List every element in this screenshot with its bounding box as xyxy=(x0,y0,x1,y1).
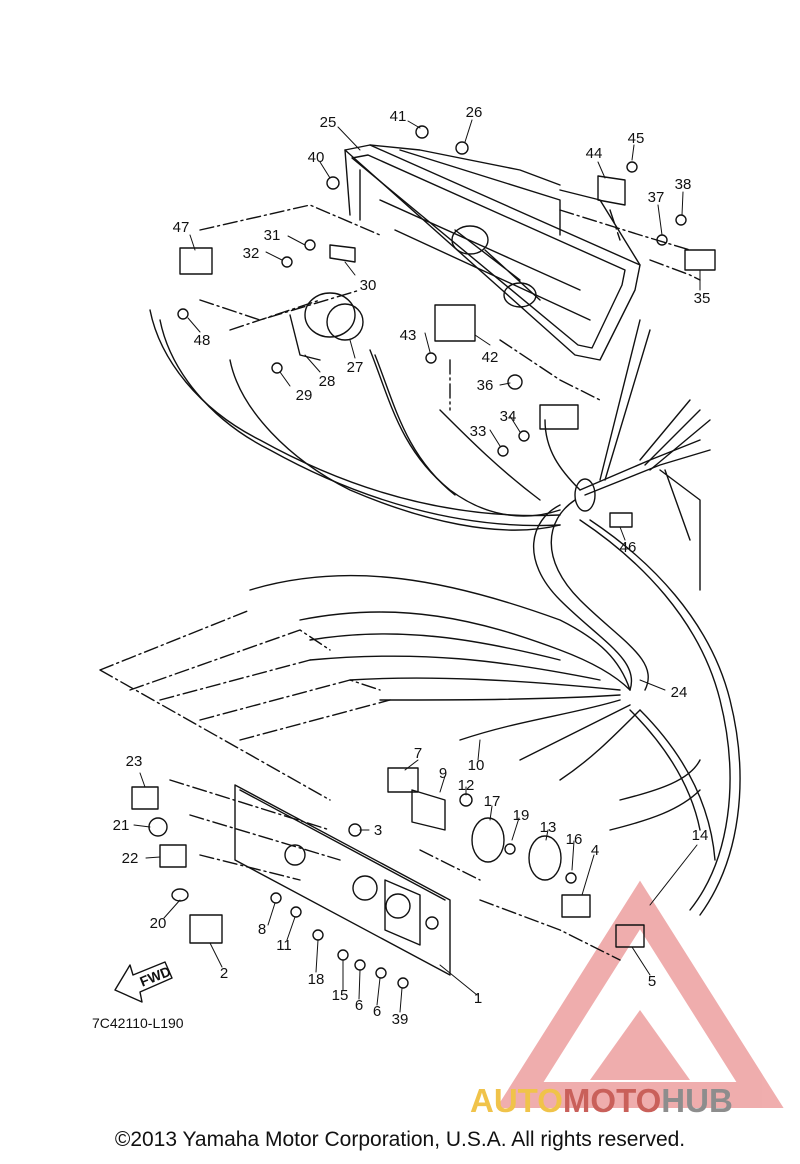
upper-bracket xyxy=(344,144,641,361)
callout-15: 15 xyxy=(332,987,349,1004)
callout-29: 29 xyxy=(296,387,313,404)
callout-6: 6 xyxy=(355,997,363,1014)
lower-harness xyxy=(249,574,716,861)
callout-42: 42 xyxy=(482,349,499,366)
callout-38: 38 xyxy=(675,176,692,193)
callout-44: 44 xyxy=(586,145,603,162)
switch-panel xyxy=(234,784,451,976)
callout-18: 18 xyxy=(308,971,325,988)
callout-20: 20 xyxy=(150,915,167,932)
callout-24: 24 xyxy=(671,684,688,701)
callout-34: 34 xyxy=(500,408,517,425)
callout-36: 36 xyxy=(477,377,494,394)
callout-41: 41 xyxy=(390,108,407,125)
callout-43: 43 xyxy=(400,327,417,344)
callout-7: 7 xyxy=(414,745,422,762)
callout-40: 40 xyxy=(308,149,325,166)
callout-39: 39 xyxy=(392,1011,409,1028)
callout-32: 32 xyxy=(243,245,260,262)
callout-48: 48 xyxy=(194,332,211,349)
watermark-triangle xyxy=(496,880,784,1108)
callout-4: 4 xyxy=(591,842,599,859)
watermark-moto: MOTO xyxy=(562,1082,662,1119)
callout-6: 6 xyxy=(373,1003,381,1020)
callout-2: 2 xyxy=(220,965,228,982)
callout-5: 5 xyxy=(648,973,656,990)
fwd-arrow xyxy=(114,961,173,1003)
watermark-logo-text: AUTOMOTOHUB xyxy=(470,1082,733,1120)
callout-46: 46 xyxy=(620,539,637,556)
callout-leaders xyxy=(133,119,701,1013)
callout-11: 11 xyxy=(276,937,292,954)
callout-28: 28 xyxy=(319,373,336,390)
leader-lines-lower xyxy=(99,609,621,961)
callout-16: 16 xyxy=(566,831,583,848)
callout-22: 22 xyxy=(122,850,139,867)
callout-21: 21 xyxy=(113,817,130,834)
watermark-hub: HUB xyxy=(661,1082,733,1119)
callout-3: 3 xyxy=(374,822,382,839)
callout-14: 14 xyxy=(692,827,709,844)
callout-12: 12 xyxy=(458,777,475,794)
callout-27: 27 xyxy=(347,359,364,376)
callout-1: 1 xyxy=(474,990,482,1007)
callout-17: 17 xyxy=(484,793,501,810)
callout-30: 30 xyxy=(360,277,377,294)
upper-harness xyxy=(149,309,741,916)
callout-10: 10 xyxy=(468,757,485,774)
leader-lines-upper xyxy=(199,204,701,411)
callout-13: 13 xyxy=(540,819,557,836)
callout-47: 47 xyxy=(173,219,190,236)
callout-35: 35 xyxy=(694,290,711,307)
callout-25: 25 xyxy=(320,114,337,131)
callout-37: 37 xyxy=(648,189,665,206)
callout-9: 9 xyxy=(439,765,447,782)
drawing-code: 7C42110-L190 xyxy=(92,1015,184,1031)
callout-19: 19 xyxy=(513,807,530,824)
callout-31: 31 xyxy=(264,227,281,244)
callout-23: 23 xyxy=(126,753,143,770)
callout-8: 8 xyxy=(258,921,266,938)
callout-45: 45 xyxy=(628,130,645,147)
callout-33: 33 xyxy=(470,423,487,440)
watermark-auto: AUTO xyxy=(470,1082,563,1119)
callout-26: 26 xyxy=(466,104,483,121)
copyright-notice: ©2013 Yamaha Motor Corporation, U.S.A. A… xyxy=(114,1128,686,1151)
